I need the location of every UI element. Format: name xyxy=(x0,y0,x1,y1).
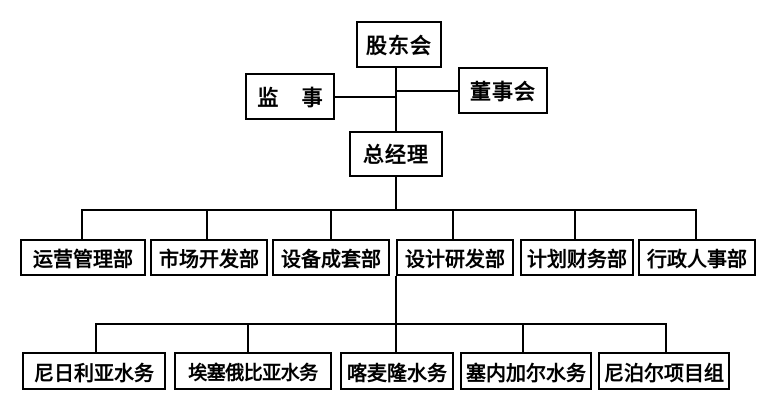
connector-gm-vertical xyxy=(395,177,397,210)
connector-drop-senegal xyxy=(522,323,524,352)
connector-drop-admin-hr xyxy=(695,209,697,239)
connector-drop-cameroon xyxy=(395,323,397,352)
connector-supervisor-horizontal xyxy=(334,96,396,98)
node-sub-ethiopia[interactable]: 埃塞俄比亚水务 xyxy=(174,352,332,390)
connector-drop-nigeria xyxy=(95,323,97,352)
connector-drop-ethiopia xyxy=(247,323,249,352)
connector-drop-nepal xyxy=(665,323,667,352)
node-shareholders-meeting[interactable]: 股东会 xyxy=(356,21,442,68)
node-dept-market[interactable]: 市场开发部 xyxy=(150,239,268,276)
node-sub-nepal[interactable]: 尼泊尔项目组 xyxy=(598,352,730,390)
connector-drop-operations xyxy=(81,209,83,239)
node-dept-admin-hr[interactable]: 行政人事部 xyxy=(638,239,756,276)
node-sub-senegal[interactable]: 塞内加尔水务 xyxy=(460,352,592,390)
node-dept-finance[interactable]: 计划财务部 xyxy=(520,239,634,276)
node-sub-nigeria[interactable]: 尼日利亚水务 xyxy=(22,352,166,390)
connector-drop-finance xyxy=(574,209,576,239)
node-board-of-directors[interactable]: 董事会 xyxy=(458,67,548,114)
connector-subsidiary-bus xyxy=(95,323,667,325)
connector-design-rd-to-subsidiaries xyxy=(395,276,397,324)
connector-drop-market xyxy=(206,209,208,239)
node-sub-cameroon[interactable]: 喀麦隆水务 xyxy=(340,352,454,390)
connector-department-bus xyxy=(81,209,696,211)
node-dept-equipment[interactable]: 设备成套部 xyxy=(272,239,390,276)
node-dept-operations[interactable]: 运营管理部 xyxy=(20,239,146,276)
connector-shareholders-vertical xyxy=(395,68,397,142)
connector-drop-design-rd xyxy=(452,209,454,239)
node-general-manager[interactable]: 总经理 xyxy=(349,131,443,177)
node-dept-design-rd[interactable]: 设计研发部 xyxy=(396,239,514,276)
connector-board-horizontal xyxy=(395,90,459,92)
node-supervisor[interactable]: 监 事 xyxy=(245,73,335,120)
connector-drop-equipment xyxy=(330,209,332,239)
